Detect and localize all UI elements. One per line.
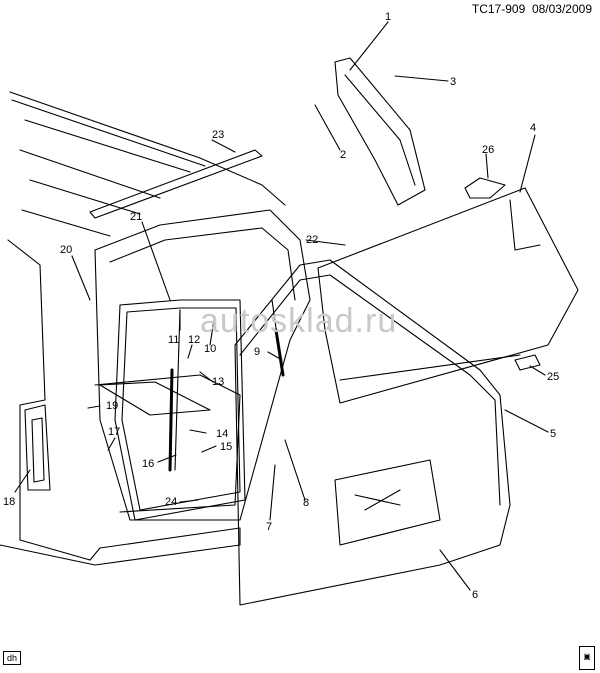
callout-18: 18 (3, 496, 15, 508)
license-recess (334, 459, 441, 546)
liftgate-glass (317, 187, 579, 404)
callout-24: 24 (165, 496, 177, 508)
callout-3: 3 (450, 76, 456, 88)
spoiler (89, 149, 263, 219)
glass-inner-line (339, 354, 521, 381)
roof-rail (21, 209, 111, 237)
callout-14: 14 (216, 428, 228, 440)
weatherstrip-inner (121, 307, 241, 511)
gas-strut-right-body (274, 328, 285, 377)
callout-22: 22 (306, 234, 318, 246)
glass-bezel (514, 354, 541, 371)
roof-outline (9, 91, 286, 206)
tail-lamp-inner (31, 417, 45, 483)
tail-lamp (24, 404, 51, 491)
leader-24 (179, 499, 199, 503)
callout-25: 25 (547, 371, 559, 383)
callout-10: 10 (204, 343, 216, 355)
leader-5 (504, 409, 549, 433)
callout-12: 12 (188, 334, 200, 346)
diagram-date: 08/03/2009 (531, 2, 592, 16)
roof-rail (11, 99, 206, 167)
liftgate (234, 259, 511, 606)
leader-6 (439, 549, 471, 591)
callout-16: 16 (142, 458, 154, 470)
leader-9 (267, 351, 283, 361)
callout-4: 4 (530, 122, 536, 134)
leader-14 (189, 429, 207, 434)
callout-5: 5 (550, 428, 556, 440)
callout-7: 7 (266, 521, 272, 533)
gm-logo-icon: ▣ (579, 646, 595, 670)
footer-badge: dh (3, 651, 22, 665)
upper-spoiler-inner (344, 74, 416, 186)
callout-17: 17 (108, 426, 120, 438)
callout-20: 20 (60, 244, 72, 256)
gas-strut-left (174, 309, 181, 471)
watermark: autosklad.ru (200, 302, 398, 340)
weatherstrip (114, 299, 246, 521)
callout-9: 9 (254, 346, 260, 358)
body-left-side (7, 239, 91, 561)
leader-12 (187, 344, 193, 359)
liftgate-inner (239, 274, 501, 506)
body-lower (0, 544, 241, 566)
hinge-bracket (464, 177, 506, 199)
liftgate-opening (94, 209, 311, 521)
bumper (89, 527, 241, 561)
callout-labels: 1 2 3 4 5 6 7 8 9 10 11 12 13 14 15 16 1… (3, 11, 559, 601)
leader-15 (201, 445, 217, 453)
callout-1: 1 (385, 11, 391, 23)
leader-4 (519, 134, 536, 193)
gas-strut-left-rod (168, 368, 174, 472)
cargo-panel (99, 381, 211, 416)
leader-13 (199, 371, 214, 383)
roof-rail (19, 149, 161, 199)
cargo-floor (94, 374, 241, 513)
leader-21 (141, 221, 171, 301)
liftgate-opening-inner (109, 227, 296, 301)
leader-7 (269, 464, 276, 521)
leader-23 (211, 139, 236, 153)
callout-2: 2 (340, 149, 346, 161)
leader-1 (349, 21, 389, 71)
callout-6: 6 (472, 589, 478, 601)
leader-20 (71, 255, 91, 301)
callout-13: 13 (212, 376, 224, 388)
callout-15: 15 (220, 441, 232, 453)
leader-17 (107, 437, 116, 451)
leader-16 (157, 454, 177, 463)
license-mark (354, 489, 401, 511)
leader-8 (284, 439, 306, 501)
glass-reflection (509, 199, 541, 251)
callout-19: 19 (106, 400, 118, 412)
leader-18 (14, 469, 31, 493)
leader-10 (209, 319, 215, 346)
leader-19 (87, 405, 101, 409)
upper-spoiler (334, 57, 426, 206)
callout-21: 21 (130, 211, 142, 223)
leader-3 (394, 75, 449, 82)
leader-22 (305, 239, 346, 246)
diagram-code: TC17-909 (471, 2, 526, 16)
callout-11: 11 (168, 334, 179, 346)
leader-2 (314, 104, 341, 151)
leader-26 (485, 153, 489, 179)
diagram-header: TC17-909 08/03/2009 (472, 2, 592, 16)
callout-8: 8 (303, 497, 309, 509)
callout-23: 23 (212, 129, 224, 141)
roof-rail (24, 119, 191, 173)
leader-25 (529, 365, 546, 376)
callout-26: 26 (482, 144, 494, 156)
